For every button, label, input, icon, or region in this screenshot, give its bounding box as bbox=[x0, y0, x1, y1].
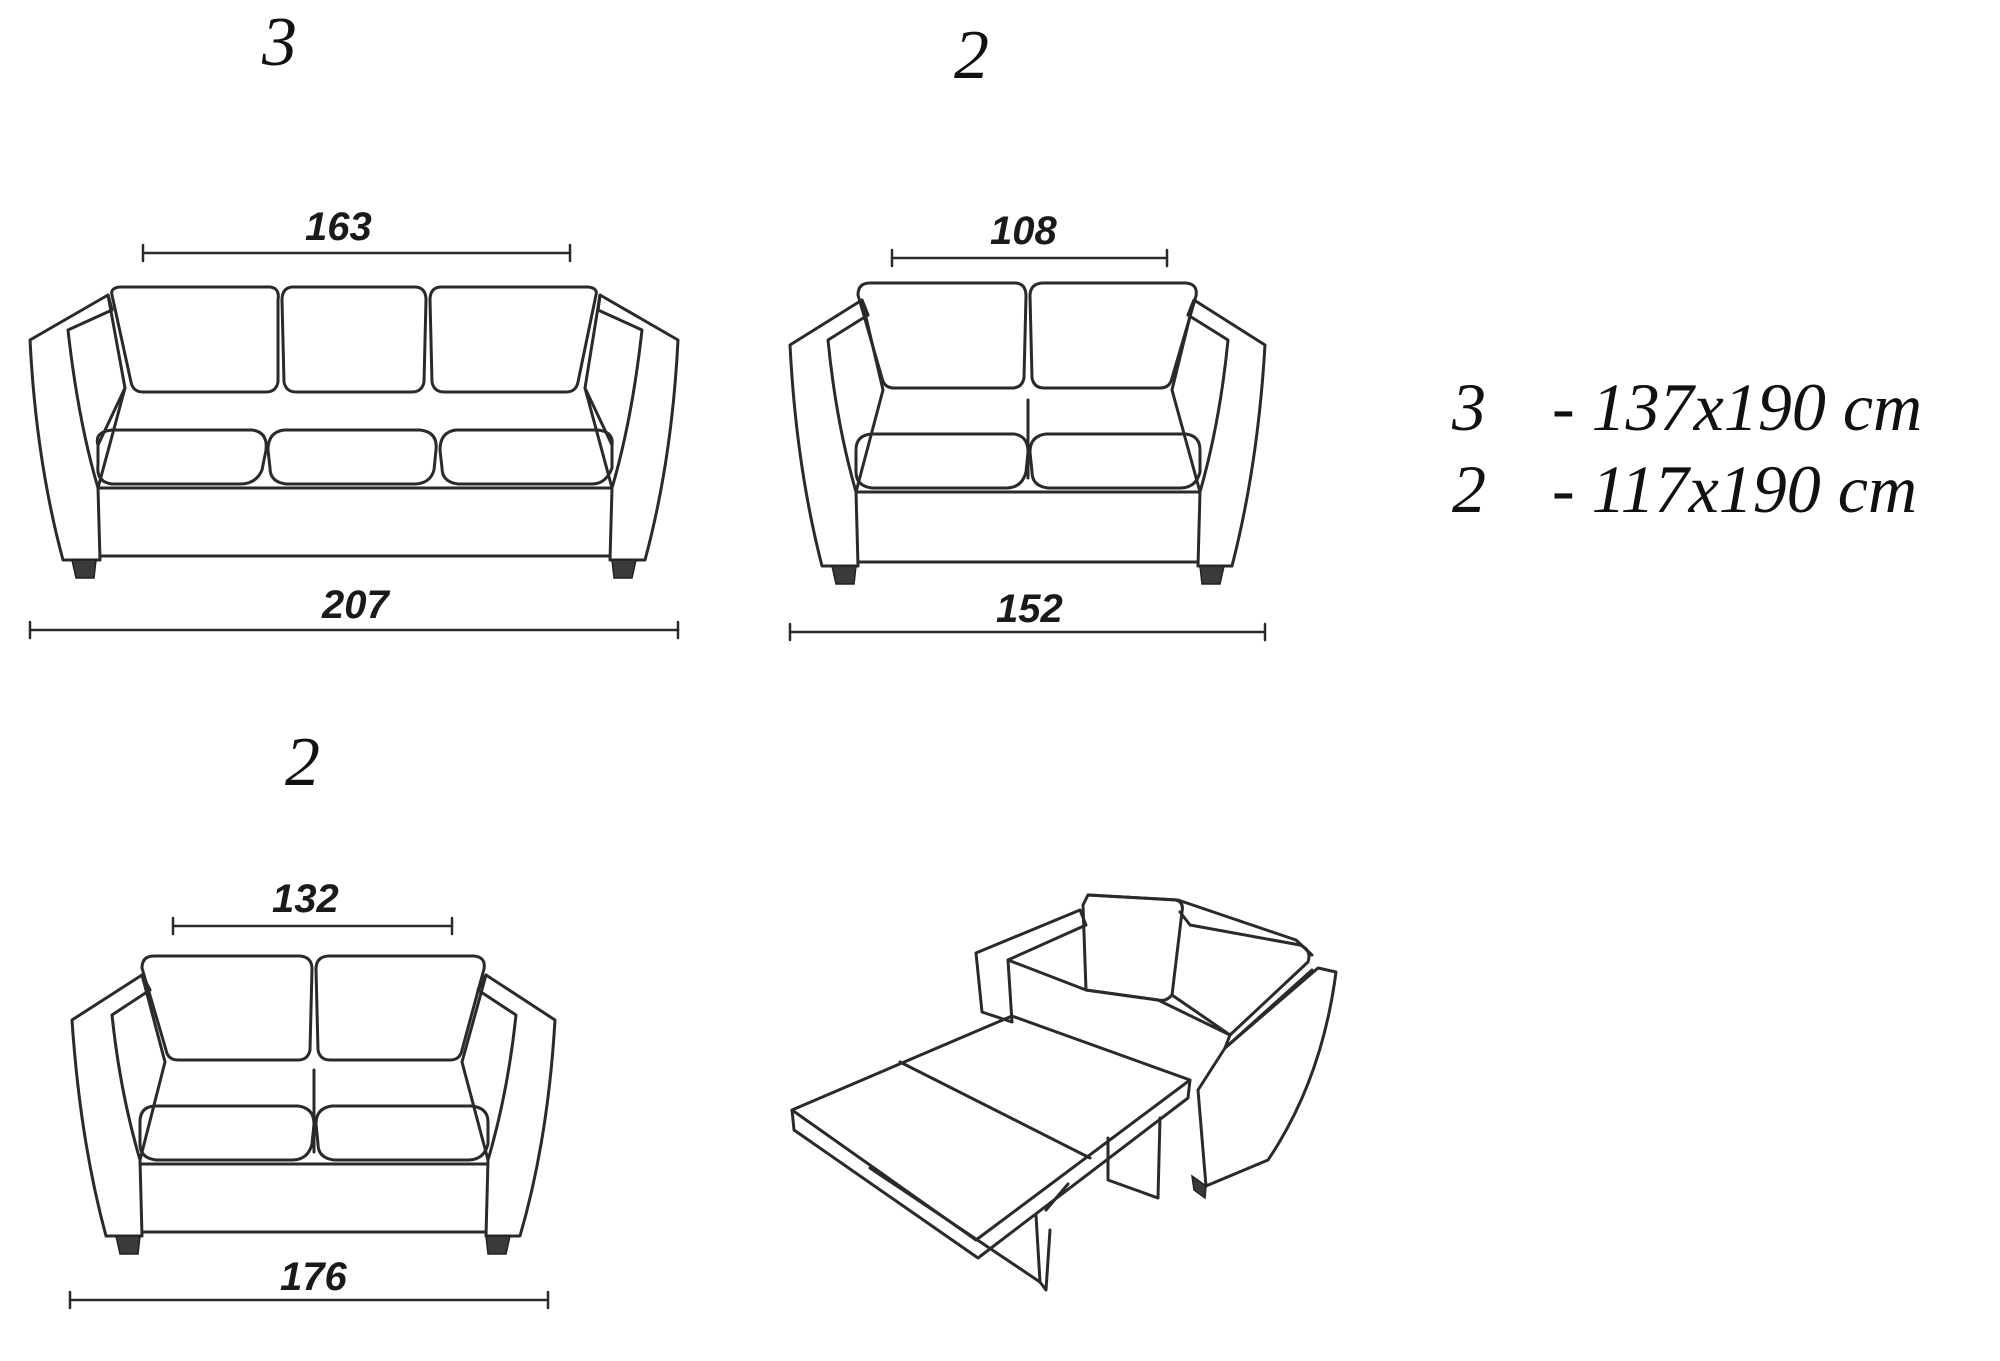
sofa-2b-left-arm bbox=[70, 973, 152, 1238]
sofa-2b-label: 2 bbox=[285, 724, 320, 801]
bed-size-2-mark: 2 bbox=[1452, 451, 1486, 527]
sofa-bed-unfolded bbox=[790, 893, 1338, 1292]
sofa-3-seat-width: 163 bbox=[305, 205, 372, 249]
sofa-bed-frame-back bbox=[1106, 1116, 1162, 1200]
sofa-2-total-width: 152 bbox=[996, 587, 1063, 631]
sofa-2b-seat-cushion-1 bbox=[138, 1104, 316, 1162]
sofa-2b-right-foot bbox=[485, 1235, 511, 1255]
sofa-3-right-foot bbox=[611, 559, 637, 579]
sofa-3-right-arm-inner bbox=[583, 293, 614, 490]
sofa-2b-back-cushion-2 bbox=[314, 954, 486, 1062]
sofa-2-seater: 2 108 152 bbox=[788, 17, 1267, 642]
bed-size-notes: 3 - 137x190 cm 2 - 117x190 cm bbox=[1451, 369, 1922, 527]
sofa-bed-mattress-fold bbox=[898, 1060, 1092, 1160]
sofa-2-label: 2 bbox=[954, 17, 989, 94]
sofa-3-seat-cushion-3 bbox=[438, 428, 614, 486]
sofa-3-seat-edges bbox=[96, 386, 614, 447]
sofa-bed-right-arm bbox=[1196, 966, 1338, 1188]
sofa-2-seat-cushion-1 bbox=[854, 432, 1030, 490]
sofa-2-left-arm-inner bbox=[854, 298, 885, 494]
sofa-bed-frame-leg bbox=[1034, 1213, 1042, 1284]
sofa-bed-frame-front bbox=[868, 1166, 1052, 1292]
sofa-3-seater: 3 163 207 bbox=[28, 4, 680, 640]
sofa-bed-left-arm bbox=[974, 908, 1088, 1024]
sofa-3-seat-cushion-2 bbox=[266, 428, 438, 486]
sofa-2b-seat-cushion-2 bbox=[314, 1104, 490, 1162]
sofa-2-back-cushion-2 bbox=[1028, 281, 1198, 390]
sofa-bed-right-arm-top bbox=[1223, 968, 1314, 1050]
sofa-2-left-arm bbox=[788, 298, 870, 568]
sofa-2b-seat-width: 132 bbox=[272, 877, 339, 921]
sofa-2-right-arm bbox=[1186, 298, 1267, 568]
sofa-3-back-cushion-3 bbox=[428, 285, 598, 394]
sofa-2b-total-width: 176 bbox=[280, 1255, 347, 1299]
sofa-bed-frame-brace bbox=[1044, 1182, 1070, 1212]
sofa-bed-right-foot bbox=[1191, 1174, 1207, 1200]
sofa-2b-back-cushion-1 bbox=[140, 954, 314, 1062]
sofa-3-back-cushion-1 bbox=[110, 285, 280, 394]
sofa-bed-back-cushion-1 bbox=[1081, 893, 1184, 1002]
bed-size-3-mark: 3 bbox=[1451, 369, 1486, 445]
sofa-2b-right-arm-inner bbox=[460, 973, 490, 1162]
sofa-3-right-arm bbox=[596, 293, 680, 562]
sofa-2-seater-large: 2 132 176 bbox=[68, 724, 557, 1310]
sofa-2-seat-cushion-2 bbox=[1028, 432, 1202, 490]
sofa-3-seat-cushion-1 bbox=[95, 428, 268, 486]
sofa-2-right-foot bbox=[1199, 565, 1225, 585]
sofa-3-back-cushion-2 bbox=[280, 285, 428, 394]
sofa-3-left-arm-inner bbox=[96, 293, 127, 490]
sofa-bed-mattress-side bbox=[790, 1078, 1192, 1260]
sofa-3-left-arm bbox=[28, 293, 114, 562]
sofa-2-seat-width: 108 bbox=[990, 209, 1057, 253]
sofa-3-left-foot bbox=[71, 559, 97, 579]
sofa-bed-back-top bbox=[1086, 893, 1314, 957]
sofa-bed-mattress-top bbox=[790, 1014, 1192, 1242]
sofa-2-left-foot bbox=[831, 565, 857, 585]
sofa-3-label: 3 bbox=[261, 4, 297, 81]
sofa-2b-right-arm bbox=[476, 973, 557, 1238]
sofa-bed-seat-edge bbox=[1006, 958, 1232, 1050]
sofa-2b-left-foot bbox=[115, 1235, 141, 1255]
sofa-2-back-cushion-1 bbox=[856, 281, 1028, 390]
bed-size-3-value: - 137x190 cm bbox=[1552, 369, 1922, 445]
sofa-3-total-width: 207 bbox=[321, 583, 390, 627]
bed-size-2-value: - 117x190 cm bbox=[1552, 451, 1917, 527]
